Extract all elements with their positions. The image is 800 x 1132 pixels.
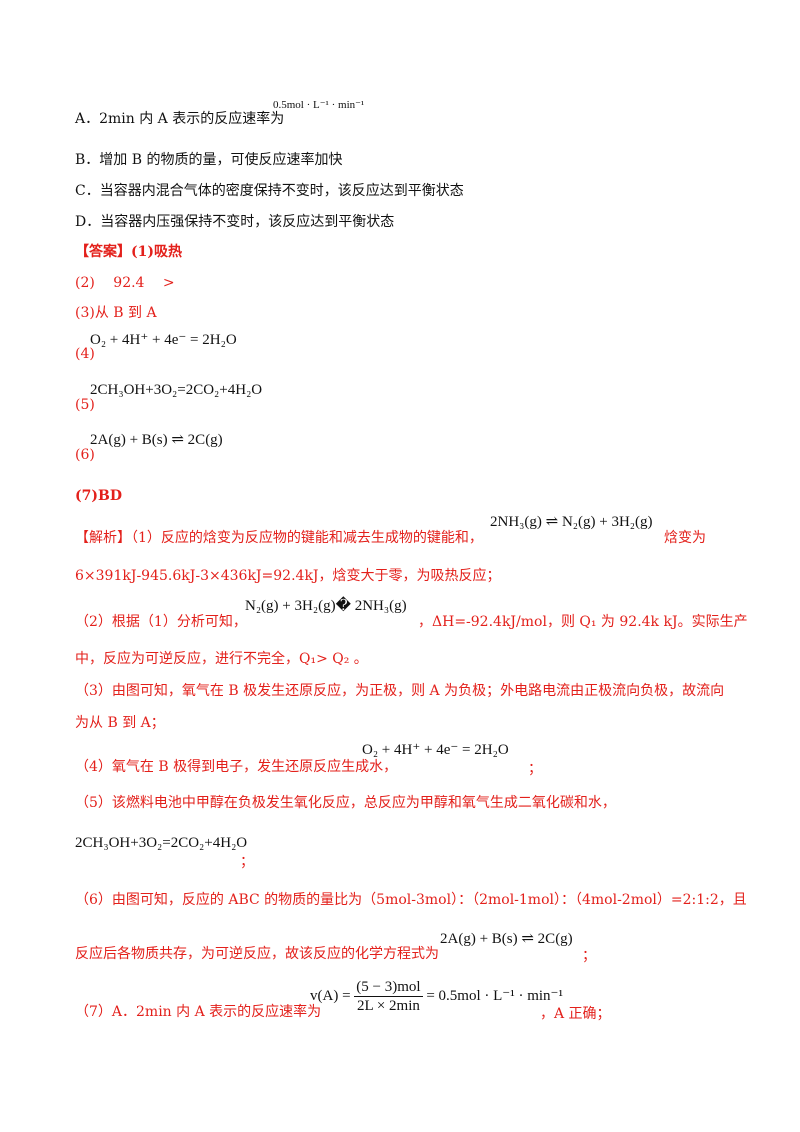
analysis-7-numerator: (5 − 3)mol (354, 979, 423, 997)
answer-header: 【答案】(1)吸热 (75, 244, 182, 260)
analysis-1-formula: 2NH₃(g) ⇌ N₂(g) + 3H₂(g) (490, 514, 653, 530)
answer-5-label: (5) (75, 397, 95, 413)
analysis-5-tail: ； (240, 854, 254, 870)
analysis-2-tail: ，ΔH=-92.4kJ/mol，则 Q₁ 为 92.4k kJ。实际生产 (418, 614, 748, 630)
analysis-6-line1: （6）由图可知，反应的 ABC 的物质的量比为（5mol-3mol）：（2mol… (75, 892, 747, 908)
answer-7: (7)BD (75, 488, 122, 504)
option-d: D．当容器内压强保持不变时，该反应达到平衡状态 (75, 214, 395, 230)
analysis-2-formula: N₂(g) + 3H₂(g)� 2NH₃(g) (245, 598, 407, 614)
analysis-7-text: （7）A．2min 内 A 表示的反应速率为 (75, 1004, 322, 1020)
option-a-formula: 0.5mol · L⁻¹ · min⁻¹ (273, 99, 365, 111)
analysis-6-formula: 2A(g) + B(s) ⇌ 2C(g) (440, 931, 573, 947)
analysis-5-formula: 2CH₃OH+3O₂=2CO₂+4H₂O (75, 835, 248, 851)
analysis-2-line2: 中，反应为可逆反应，进行不完全，Q₁> Q₂ 。 (75, 651, 368, 667)
analysis-2-text: （2）根据（1）分析可知， (75, 614, 247, 630)
analysis-1-text: 【解析】（1）反应的焓变为反应物的键能和减去生成物的键能和， (75, 530, 483, 546)
analysis-7-rhs: = 0.5mol · L⁻¹ · min⁻¹ (426, 987, 563, 1004)
analysis-5-text: （5）该燃料电池中甲醇在负极发生氧化反应，总反应为甲醇和氧气生成二氧化碳和水， (75, 795, 616, 811)
analysis-4-formula: O₂ + 4H⁺ + 4e⁻ = 2H₂O (362, 742, 509, 758)
analysis-6-tail: ； (582, 948, 596, 964)
answer-2: (2) 92.4 > (75, 275, 175, 291)
answer-6-formula: 2A(g) + B(s) ⇌ 2C(g) (90, 432, 223, 448)
option-b: B．增加 B 的物质的量，可使反应速率加快 (75, 152, 343, 168)
analysis-7-tail: ，A 正确； (540, 1006, 611, 1022)
answer-3: (3)从 B 到 A (75, 305, 157, 321)
analysis-7-equation: v(A) = (5 − 3)mol 2L × 2min = 0.5mol · L… (310, 978, 563, 1015)
answer-6-label: (6) (75, 447, 95, 463)
answer-4-label: (4) (75, 346, 95, 362)
analysis-6-line2: 反应后各物质共存，为可逆反应，故该反应的化学方程式为 (75, 946, 439, 962)
answer-5-formula: 2CH₃OH+3O₂=2CO₂+4H₂O (90, 382, 263, 398)
answer-4-formula: O₂ + 4H⁺ + 4e⁻ = 2H₂O (90, 332, 237, 348)
option-a: A．2min 内 A 表示的反应速率为 (75, 110, 284, 128)
analysis-7-denominator: 2L × 2min (356, 998, 420, 1014)
analysis-4-tail: ； (528, 761, 542, 777)
option-c: C．当容器内混合气体的密度保持不变时，该反应达到平衡状态 (75, 183, 464, 199)
analysis-7-fraction: (5 − 3)mol 2L × 2min (354, 978, 423, 1015)
analysis-4-text: （4）氧气在 B 极得到电子，发生还原反应生成水， (75, 759, 398, 775)
analysis-3-line1: （3）由图可知，氧气在 B 极发生还原反应，为正极，则 A 为负极；外电路电流由… (75, 683, 725, 699)
option-a-text: A．2min 内 A 表示的反应速率为 (75, 111, 285, 127)
analysis-1-tail: 焓变为 (664, 530, 706, 546)
analysis-3-line2: 为从 B 到 A； (75, 715, 165, 731)
analysis-1-line2: 6×391kJ-945.6kJ-3×436kJ=92.4kJ，焓变大于零，为吸热… (75, 568, 501, 584)
analysis-7-lhs: v(A) = (310, 987, 351, 1004)
